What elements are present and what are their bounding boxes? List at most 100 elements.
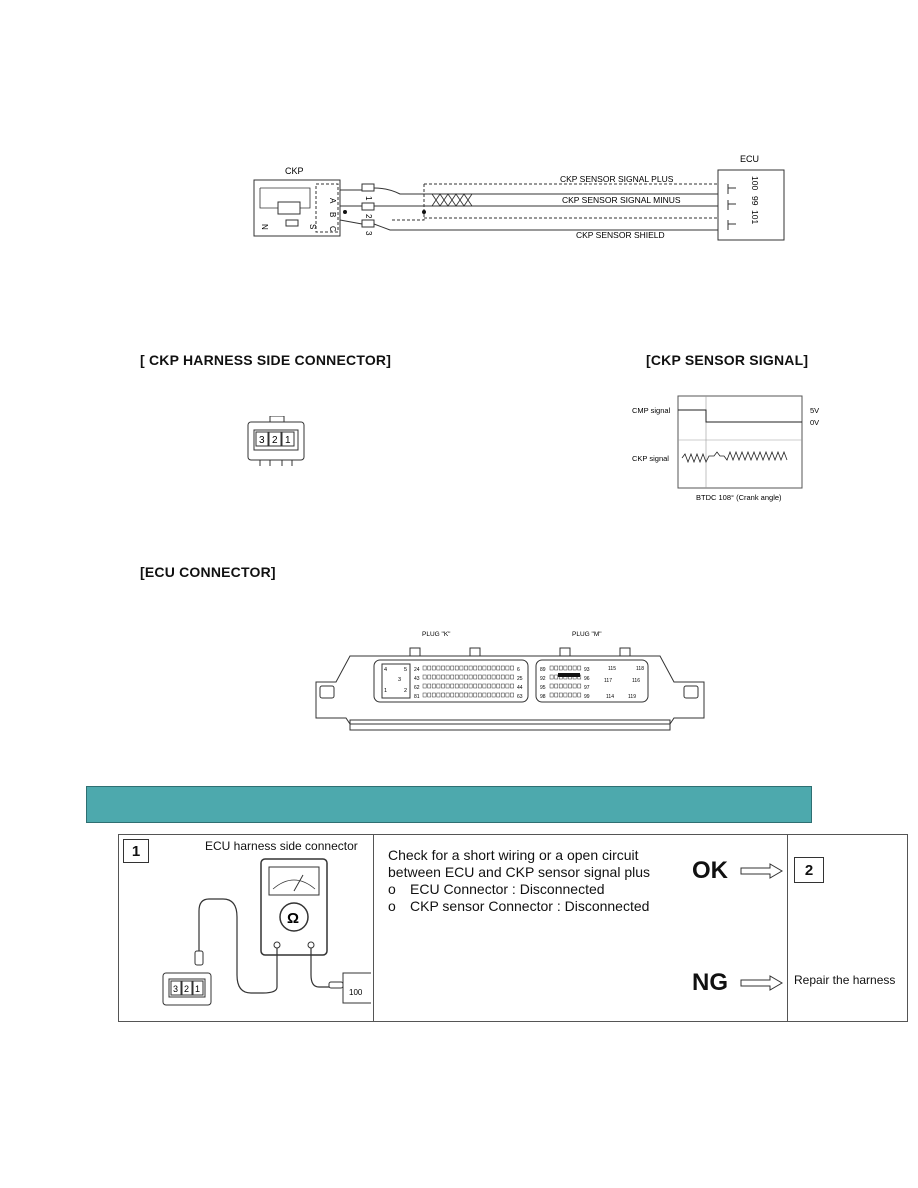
pin-cell-3 [255,431,269,447]
k-pin-cell [482,692,487,698]
m-pin-cell [549,674,554,680]
k-pin-cell [436,665,441,671]
label-signal-plus: CKP SENSOR SIGNAL PLUS [560,174,674,184]
ecu-pin-100: 100 [750,176,760,190]
k-pin-cell [473,665,478,671]
k-row-start-label: 62 [414,685,420,691]
k-pin-cell [491,665,496,671]
step-pin-cell-3 [170,980,182,996]
k-pin-cell [473,683,478,689]
k-pin-1: 1 [384,688,387,694]
k-pin-cell [505,692,510,698]
k-pin-cell [477,683,482,689]
k-pin-cell [431,692,436,698]
k-pin-cell [459,665,464,671]
k-pin-cell [496,692,501,698]
multimeter-scale [272,879,316,890]
m-pin-cell [549,683,554,689]
k-row-start-label: 81 [414,694,420,700]
m-pin-cell [554,674,559,680]
instruction-line-1: Check for a short wiring or a open circu… [388,847,639,863]
m-pin-cell [558,665,563,671]
m-pin-cell [554,692,559,698]
harness-pin-label-2: 2 [272,435,278,446]
k-pin-cell [422,665,427,671]
ecu-box [717,169,785,241]
probe-tip-right [328,981,344,989]
ecu-housing-base [349,719,671,731]
k-pin-cell [445,683,450,689]
ckp-sensor-box [253,179,341,237]
ng-action-text: Repair the harness [794,973,896,987]
k-pin-cell [477,674,482,680]
twisted-pair [431,193,473,207]
k-pin-2: 2 [404,688,407,694]
next-step-box[interactable]: 2 [794,857,824,883]
harness-connector-drawing: 3 2 1 [247,416,305,466]
label-shield: CKP SENSOR SHIELD [576,230,665,240]
m-pin-114: 114 [606,694,614,700]
k-pin-cell [441,665,445,671]
k-pin-cell [464,665,468,671]
ohm-symbol: Ω [287,910,299,927]
m-pin-116: 116 [632,678,640,684]
k-pin-cell [477,665,482,671]
m-pin-cell [577,683,582,689]
k-pin-cell [496,674,501,680]
k-pin-cell [422,683,427,689]
k-pin-cell [510,692,514,698]
k-pin-cell [436,674,441,680]
ckp-mark-n: N [260,224,269,230]
m-row-end-label: 99 [584,694,590,700]
instruction-line-2: between ECU and CKP sensor signal plus [388,864,651,880]
m-pin-cell [577,692,582,698]
k-pin-cell [473,692,478,698]
ecu-pin-99: 99 [750,196,760,206]
harness-pin-label-1: 1 [285,435,291,446]
m-pin-cell [568,692,572,698]
m-pin-cell [568,683,572,689]
m-pin-cell [558,683,563,689]
k-pin-cell [487,692,491,698]
k-pin-4: 4 [384,667,387,673]
k-pin-cell [487,683,491,689]
k-pin-cell [427,683,432,689]
ng-label: NG [692,969,728,996]
step-instruction-cell: Check for a short wiring or a open circu… [374,835,788,1021]
k-pin-cell [436,692,441,698]
k-pin-cell [464,674,468,680]
k-pin-cell [468,692,473,698]
m-pin-cell [572,665,577,671]
probe-tip-left [194,950,204,966]
ckp-pin-c: C [328,226,337,232]
k-pin-cell [459,692,464,698]
m-pin-cell [554,665,559,671]
section-header-bar [86,786,812,823]
m-row-end-label: 93 [584,667,590,673]
ckp-coil-lead [259,187,311,209]
ecu-terminal-label: 100 [349,988,363,997]
step-image-caption: ECU harness side connector [205,839,358,853]
connector-inner [253,429,299,451]
probe-lead-left [198,898,278,994]
pin-cell-2 [268,431,282,447]
k-pin-3: 3 [398,677,401,683]
m-pin-115: 115 [608,666,616,672]
connector-feet [259,460,293,466]
k-row-end-label: 63 [517,694,523,700]
ecu-label: ECU [740,154,759,164]
probe-lead-right [310,948,337,988]
k-pin-cell [500,674,505,680]
step-pin-cell-1 [192,980,204,996]
ckp-pin-b: B [328,212,337,217]
m-row-start-label: 95 [540,685,546,691]
k-pin-cell [491,692,496,698]
k-pin-cell [454,665,459,671]
k-pin-cell [427,665,432,671]
harness-pin-3-box [361,219,375,228]
v-low-label: 0V [810,418,819,427]
k-pin-cell [468,674,473,680]
v-high-label: 5V [810,406,819,415]
step-pin-3: 3 [173,984,178,994]
